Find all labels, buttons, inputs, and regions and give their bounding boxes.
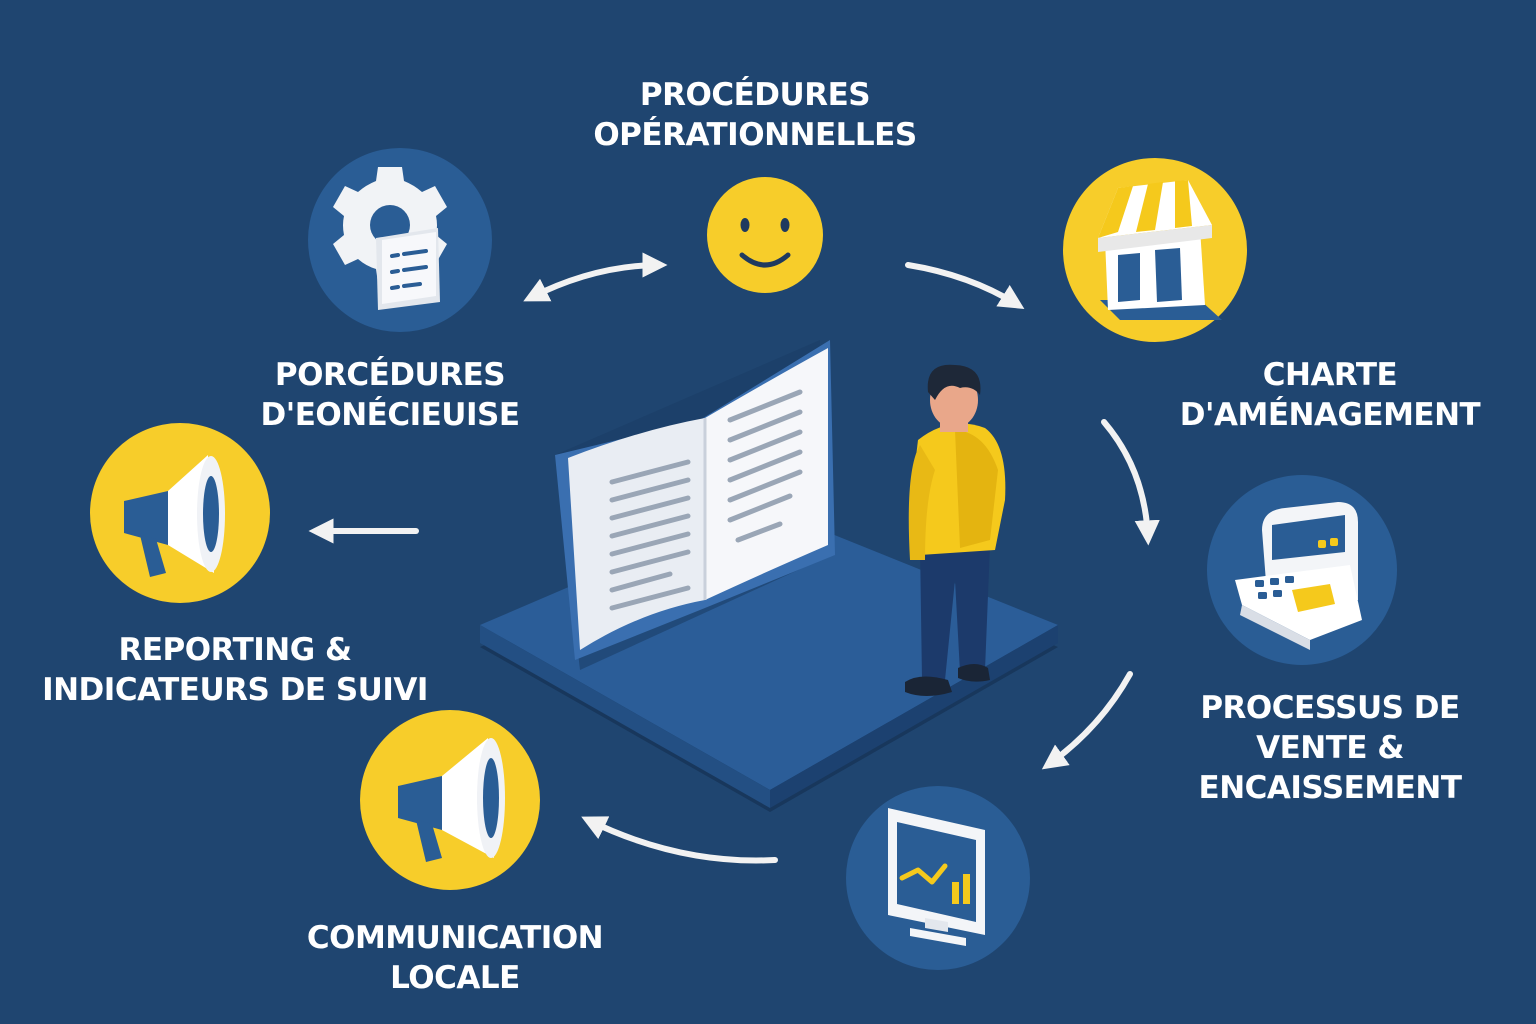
node-communication — [360, 710, 540, 890]
label-line: ENCAISSEMENT — [1198, 770, 1462, 806]
node-monitor — [846, 786, 1030, 970]
label-line: REPORTING & — [118, 632, 353, 668]
label-reporting: REPORTING & INDICATEURS DE SUIVI — [20, 630, 450, 710]
arrow-bidirectional — [523, 252, 668, 302]
arrow-to-charte — [905, 262, 1025, 310]
label-line: PORCÉDURES — [274, 357, 506, 393]
label-procedures-gear: PORCÉDURES D'EONÉCIEUISE — [220, 355, 560, 435]
smiley-icon — [739, 218, 791, 268]
gear-document-icon — [333, 167, 447, 310]
label-line: OPÉRATIONNELLES — [593, 117, 917, 153]
arrow-to-vente — [1101, 419, 1160, 546]
label-line: CHARTE — [1262, 357, 1398, 393]
storefront-icon — [1098, 180, 1222, 320]
monitor-chart-icon — [888, 808, 985, 946]
node-procedures-ops — [707, 177, 823, 293]
megaphone-icon — [124, 455, 225, 577]
person-icon — [905, 364, 1006, 696]
label-procedures-ops: PROCÉDURES OPÉRATIONNELLES — [555, 75, 955, 155]
node-charte — [1063, 158, 1247, 342]
label-line: COMMUNICATION — [306, 920, 604, 956]
label-line: INDICATEURS DE SUIVI — [42, 672, 428, 708]
node-procedures-gear — [308, 148, 492, 332]
node-reporting — [90, 423, 270, 603]
label-line: D'EONÉCIEUISE — [260, 397, 520, 433]
label-line: PROCESSUS DE — [1200, 690, 1460, 726]
megaphone-icon — [398, 738, 505, 862]
label-line: PROCÉDURES — [639, 77, 871, 113]
label-communication: COMMUNICATION LOCALE — [270, 918, 640, 998]
label-line: VENTE & — [1256, 730, 1404, 766]
label-line: LOCALE — [390, 960, 520, 996]
arrow-to-communication — [581, 816, 778, 864]
cash-register-icon — [1235, 502, 1362, 650]
label-line: D'AMÉNAGEMENT — [1179, 397, 1481, 433]
label-vente: PROCESSUS DE VENTE & ENCAISSEMENT — [1145, 688, 1515, 808]
open-book-icon — [555, 340, 835, 670]
node-vente — [1207, 475, 1397, 665]
arrow-to-monitor — [1041, 671, 1133, 770]
label-charte: CHARTE D'AMÉNAGEMENT — [1130, 355, 1530, 435]
